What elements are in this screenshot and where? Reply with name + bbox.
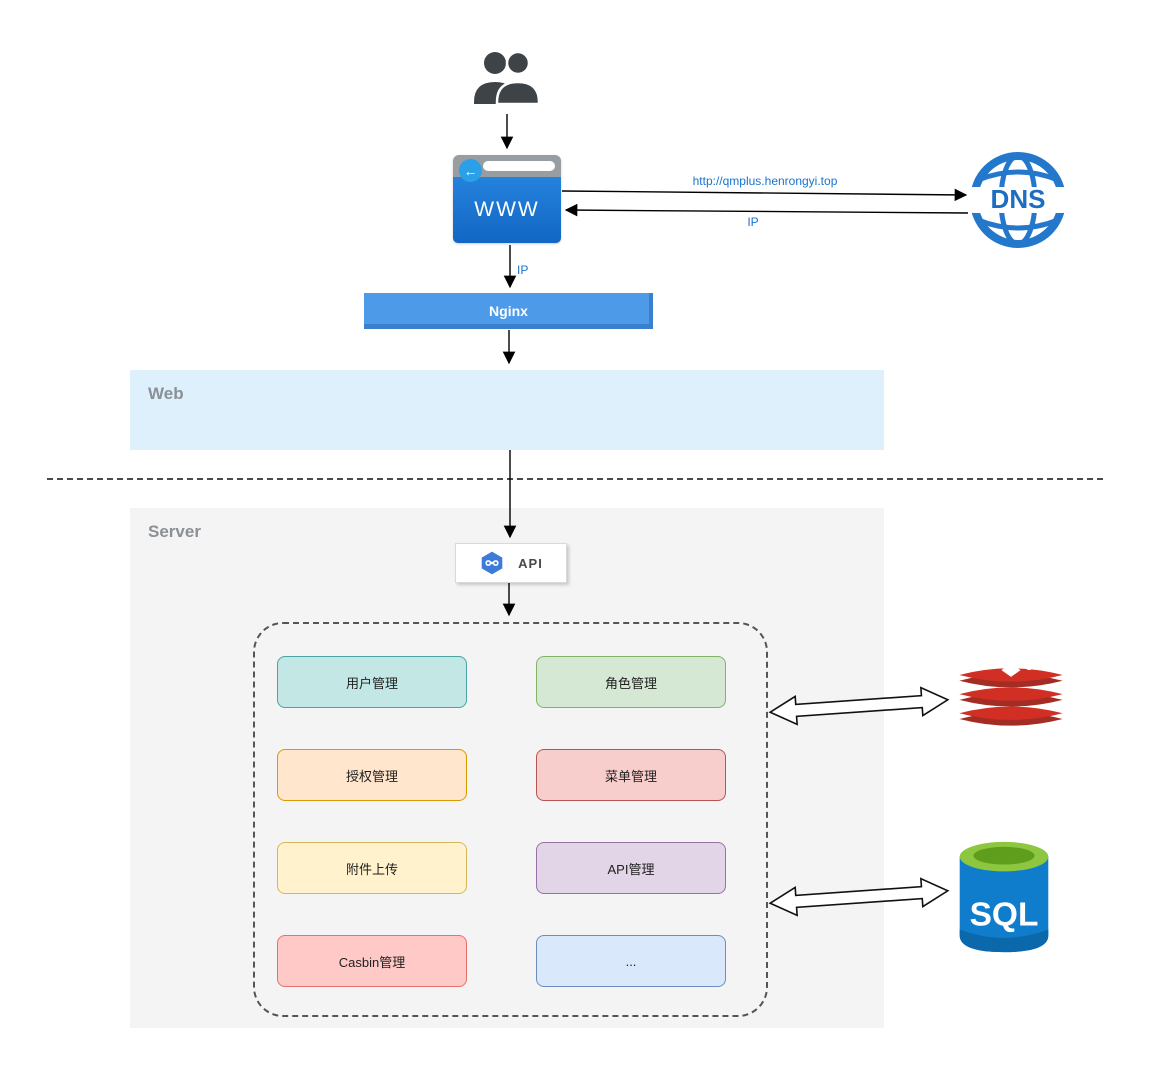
api-hexagon-icon [481,551,503,575]
module-more: ... [536,935,726,987]
browser-urlbar [483,161,555,171]
module-casbin-management: Casbin管理 [277,935,467,987]
edge-label-request-url: http://qmplus.henrongyi.top [692,174,838,188]
web-zone: Web [130,370,884,450]
sql-label: SQL [970,897,1039,934]
module-authorization-management: 授权管理 [277,749,467,801]
edge-dns-to-browser [564,203,969,217]
edge-browser-to-dns [561,188,968,202]
api-node: API [455,543,567,583]
back-arrow-icon: ← [459,159,482,182]
browser-body: WWW [453,177,561,243]
web-zone-label: Web [148,384,184,403]
users-icon [474,50,541,106]
edge-label-ip-response: IP [747,215,759,229]
browser-node: ← WWW [453,155,561,243]
dns-label: DNS [991,184,1046,214]
dns-globe-icon: DNS [968,152,1068,248]
sql-database-icon: SQL [959,841,1049,953]
web-server-divider [47,478,1103,480]
module-attachment-upload: 附件上传 [277,842,467,894]
server-zone: Server [130,508,884,1028]
api-label: API [518,555,543,571]
redis-icon [959,661,1063,726]
edge-label-ip-to-nginx: IP [517,263,529,277]
module-role-management: 角色管理 [536,656,726,708]
browser-label: WWW [474,198,540,221]
module-menu-management: 菜单管理 [536,749,726,801]
nginx-label: Nginx [489,303,528,319]
module-user-management: 用户管理 [277,656,467,708]
modules-container: 用户管理 角色管理 授权管理 菜单管理 附件上传 API管理 Casbin管理 … [253,622,768,1017]
nginx-node: Nginx [364,293,653,329]
module-api-management: API管理 [536,842,726,894]
server-zone-label: Server [148,522,201,541]
